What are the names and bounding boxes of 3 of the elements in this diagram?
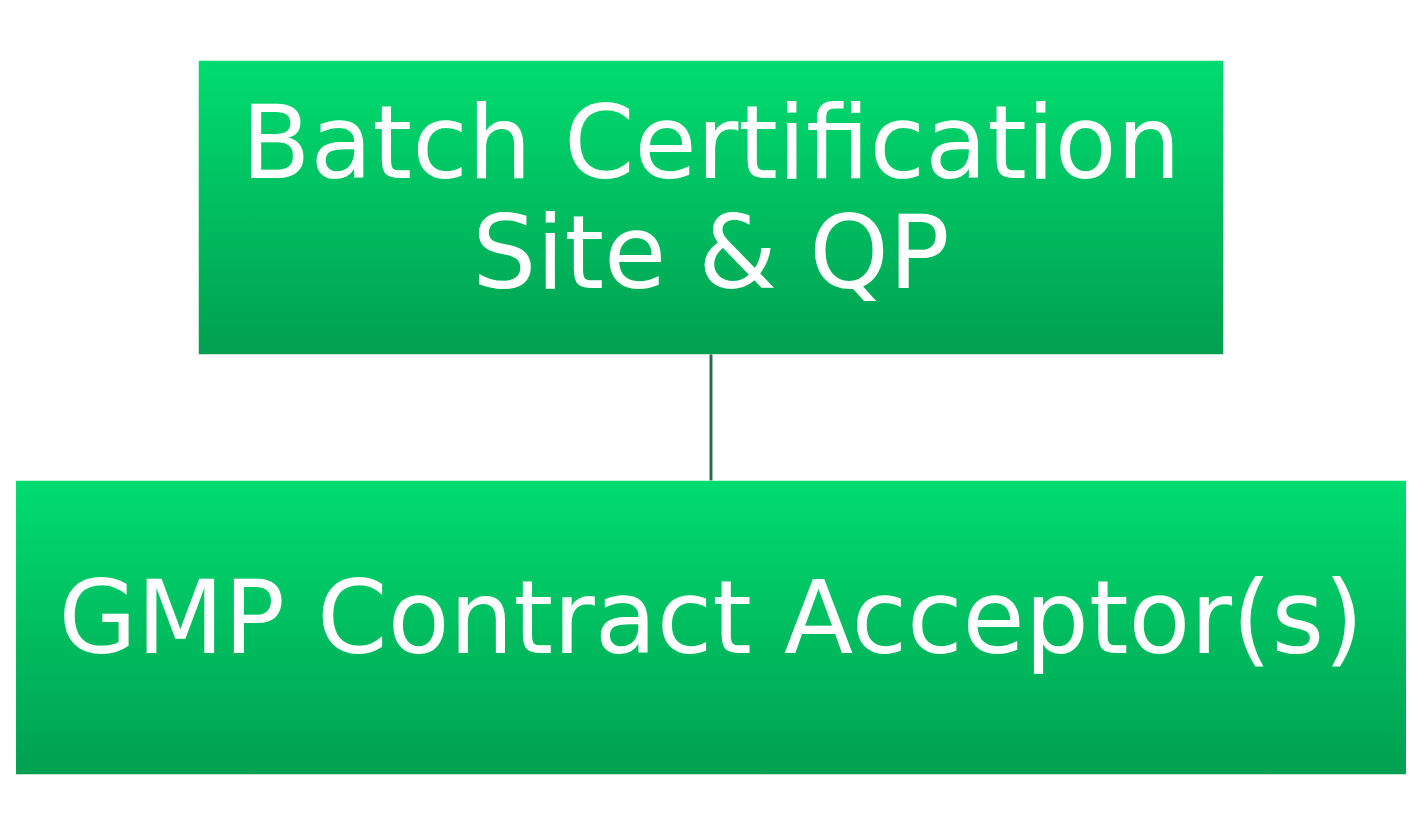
node-box: GMP Contract Acceptor(s) <box>16 480 1406 775</box>
connector <box>709 354 713 481</box>
node-box: Batch Certification Site & QP <box>198 60 1224 355</box>
